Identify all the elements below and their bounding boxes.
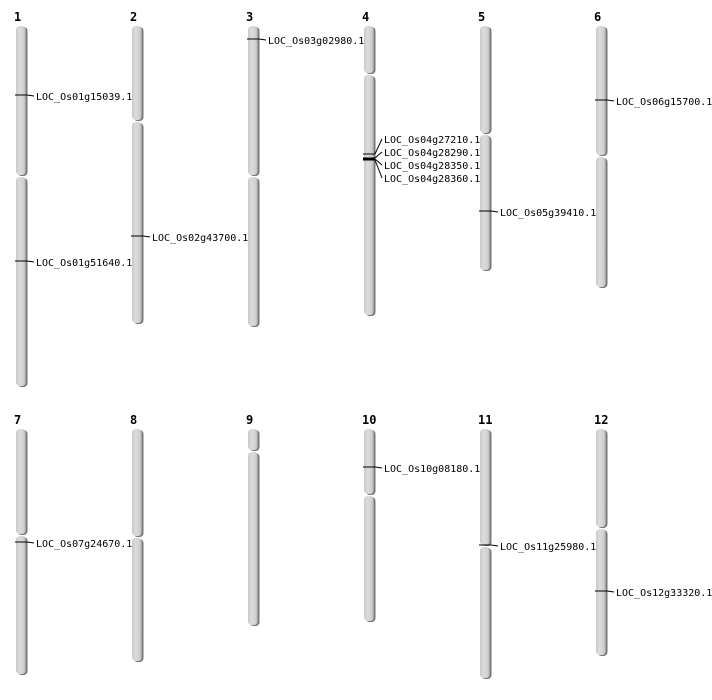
chromosome-long-arm <box>16 177 26 386</box>
chromosome-label: 10 <box>362 413 376 427</box>
gene-label: LOC_Os03g02980.1 <box>268 36 364 47</box>
gene-connector <box>374 159 383 179</box>
gene-connector <box>490 544 499 547</box>
gene-label: LOC_Os10g08180.1 <box>384 464 480 475</box>
gene-label: LOC_Os04g28360.1 <box>384 174 480 185</box>
gene-label: LOC_Os11g25980.1 <box>500 542 596 553</box>
gene-label: LOC_Os04g27210.1 <box>384 135 480 146</box>
chromosome-long-arm <box>364 75 374 315</box>
chromosome-short-arm <box>16 26 26 175</box>
gene-connector <box>258 38 267 41</box>
chromosome-label: 8 <box>130 413 137 427</box>
gene-connector <box>26 541 35 544</box>
chromosome-long-arm <box>364 496 374 621</box>
chromosome-short-arm <box>248 26 258 175</box>
gene-connector <box>374 466 383 469</box>
chromosome-label: 3 <box>246 10 253 24</box>
chromosome-label: 1 <box>14 10 21 24</box>
gene-connector <box>606 590 615 593</box>
chromosome-short-arm <box>596 26 606 155</box>
chromosome-long-arm <box>596 157 606 287</box>
chromosome-short-arm <box>364 429 374 494</box>
gene-label: LOC_Os07g24670.1 <box>36 539 132 550</box>
chromosome-label: 11 <box>478 413 492 427</box>
gene-connector <box>374 151 383 159</box>
chromosome-short-arm <box>248 429 258 450</box>
chromosome-label: 9 <box>246 413 253 427</box>
chromosome-short-arm <box>132 429 142 536</box>
chromosome-short-arm <box>480 26 490 133</box>
gene-label: LOC_Os05g39410.1 <box>500 208 596 219</box>
gene-connector <box>26 94 35 97</box>
chromosome-label: 4 <box>362 10 369 24</box>
chromosome-long-arm <box>248 177 258 326</box>
chromosome-long-arm <box>132 122 142 323</box>
gene-connector <box>374 158 383 166</box>
chromosome-short-arm <box>16 429 26 534</box>
chromosome-label: 6 <box>594 10 601 24</box>
chromosome-label: 2 <box>130 10 137 24</box>
gene-connector <box>142 235 151 238</box>
chromosome-long-arm <box>248 452 258 625</box>
chromosome-long-arm <box>480 135 490 270</box>
gene-connector <box>490 210 499 213</box>
chromosome-short-arm <box>480 429 490 545</box>
gene-connector <box>374 138 383 155</box>
chromosome-short-arm <box>132 26 142 120</box>
chromosome-short-arm <box>596 429 606 527</box>
chromosome-long-arm <box>132 538 142 661</box>
gene-label: LOC_Os01g51640.1 <box>36 258 132 269</box>
chromosome-label: 7 <box>14 413 21 427</box>
gene-label: LOC_Os12g33320.1 <box>616 588 712 599</box>
gene-label: LOC_Os04g28350.1 <box>384 161 480 172</box>
chromosome-long-arm <box>480 547 490 678</box>
gene-label: LOC_Os06g15700.1 <box>616 97 712 108</box>
gene-label: LOC_Os01g15039.1 <box>36 92 132 103</box>
gene-connector <box>606 99 615 102</box>
gene-label: LOC_Os02g43700.1 <box>152 233 248 244</box>
chromosome-label: 5 <box>478 10 485 24</box>
gene-connector <box>26 260 35 263</box>
chromosome-short-arm <box>364 26 374 73</box>
gene-label: LOC_Os04g28290.1 <box>384 148 480 159</box>
chromosome-long-arm <box>596 529 606 655</box>
chromosome-label: 12 <box>594 413 608 427</box>
chromosome-long-arm <box>16 536 26 674</box>
